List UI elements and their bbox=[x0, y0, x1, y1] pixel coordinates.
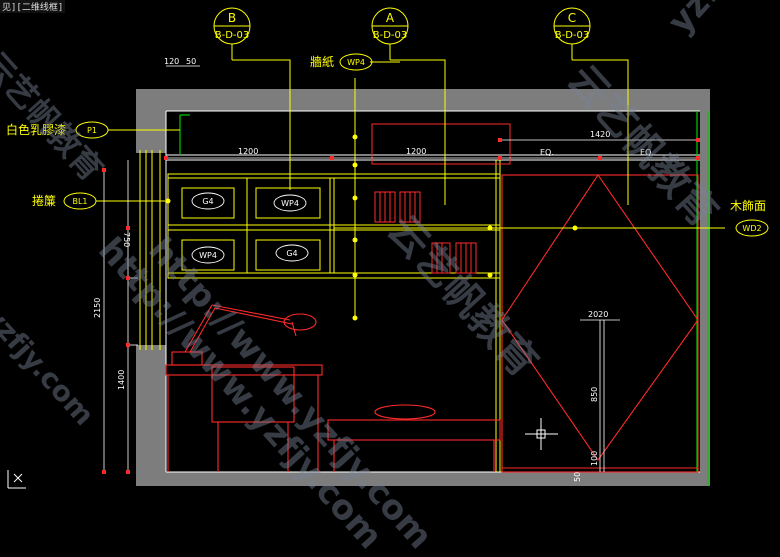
material-paint: 白色乳膠漆 P1 bbox=[6, 121, 109, 139]
leaders bbox=[96, 44, 725, 318]
callout-b-code: B-D-03 bbox=[215, 30, 250, 41]
green-boundaries bbox=[179, 111, 709, 486]
crosshair-cursor bbox=[525, 418, 558, 450]
panel-tag-1: G4 bbox=[202, 197, 213, 206]
dim-2020: 2020 bbox=[588, 310, 608, 319]
wallpaper-tag bbox=[339, 53, 373, 71]
blind-code: BL1 bbox=[72, 197, 87, 206]
leader-dots bbox=[165, 134, 578, 321]
paint-tag bbox=[75, 121, 109, 139]
ceiling-recess bbox=[371, 123, 511, 165]
callout-b-letter: B bbox=[228, 11, 236, 25]
dim-top-offset: 120 bbox=[164, 57, 179, 66]
dimension-labels: 120 50 1200 1200 1420 EQ. EQ. 2020 750 2… bbox=[93, 57, 654, 482]
dim-750: 750 bbox=[122, 232, 131, 247]
dim-span-mid: 1200 bbox=[406, 147, 426, 156]
panel-tag-3: WP4 bbox=[199, 251, 217, 260]
ucs-icon bbox=[7, 470, 26, 489]
books bbox=[374, 191, 477, 274]
dim-span-left: 1200 bbox=[238, 147, 258, 156]
material-wood: 木飾面 WD2 bbox=[730, 199, 769, 237]
material-blind: 捲簾 BL1 bbox=[32, 192, 97, 210]
blind-name: 捲簾 bbox=[32, 193, 56, 208]
dim-span-right: 1420 bbox=[590, 130, 610, 139]
dim-eq-a: EQ. bbox=[540, 148, 554, 157]
wallpaper-code: WP4 bbox=[347, 58, 365, 67]
elevation-drawing: B B-D-03 A B-D-03 C B-D-03 牆紙 WP4 白色乳膠漆 … bbox=[6, 7, 769, 489]
panel-tag-2: WP4 bbox=[281, 199, 299, 208]
dim-2150: 2150 bbox=[93, 298, 102, 318]
callout-a: A B-D-03 bbox=[371, 7, 409, 45]
wood-tag bbox=[735, 219, 769, 237]
panel-tags bbox=[191, 192, 309, 264]
blind-tag bbox=[63, 192, 97, 210]
viewport-label[interactable]: 见][二维线框] bbox=[0, 0, 66, 13]
wood-name: 木飾面 bbox=[730, 199, 766, 213]
paint-name: 白色乳膠漆 bbox=[6, 122, 66, 137]
callout-b: B B-D-03 bbox=[213, 7, 251, 45]
dim-top-offset-b: 50 bbox=[186, 57, 196, 66]
room-outline bbox=[165, 110, 700, 473]
dim-eq-b: EQ. bbox=[640, 148, 654, 157]
wallpaper-name: 牆紙 bbox=[310, 54, 334, 69]
left-wall-lower bbox=[136, 345, 166, 485]
callout-a-code: B-D-03 bbox=[373, 30, 408, 41]
dim-1400: 1400 bbox=[117, 370, 126, 390]
paint-code: P1 bbox=[87, 126, 97, 135]
floor-slab bbox=[136, 472, 710, 486]
dimension-ticks bbox=[102, 138, 700, 474]
callout-c: C B-D-03 bbox=[553, 7, 591, 45]
dimension-lines bbox=[103, 65, 700, 472]
furniture bbox=[165, 304, 501, 472]
ceiling-slab bbox=[136, 89, 710, 111]
structure bbox=[136, 89, 710, 486]
material-wallpaper: 牆紙 WP4 bbox=[310, 53, 373, 71]
callout-a-letter: A bbox=[386, 11, 395, 25]
wood-code: WD2 bbox=[742, 224, 761, 233]
right-wall-slab bbox=[700, 89, 710, 486]
callout-c-code: B-D-03 bbox=[555, 30, 590, 41]
left-wall-slab bbox=[136, 89, 166, 153]
panel-tag-4: G4 bbox=[286, 249, 297, 258]
upper-cabinets bbox=[139, 150, 501, 472]
dim-50: 50 bbox=[573, 472, 582, 482]
dim-850: 850 bbox=[590, 387, 599, 402]
callout-c-letter: C bbox=[568, 11, 576, 25]
dim-100: 100 bbox=[590, 451, 599, 466]
